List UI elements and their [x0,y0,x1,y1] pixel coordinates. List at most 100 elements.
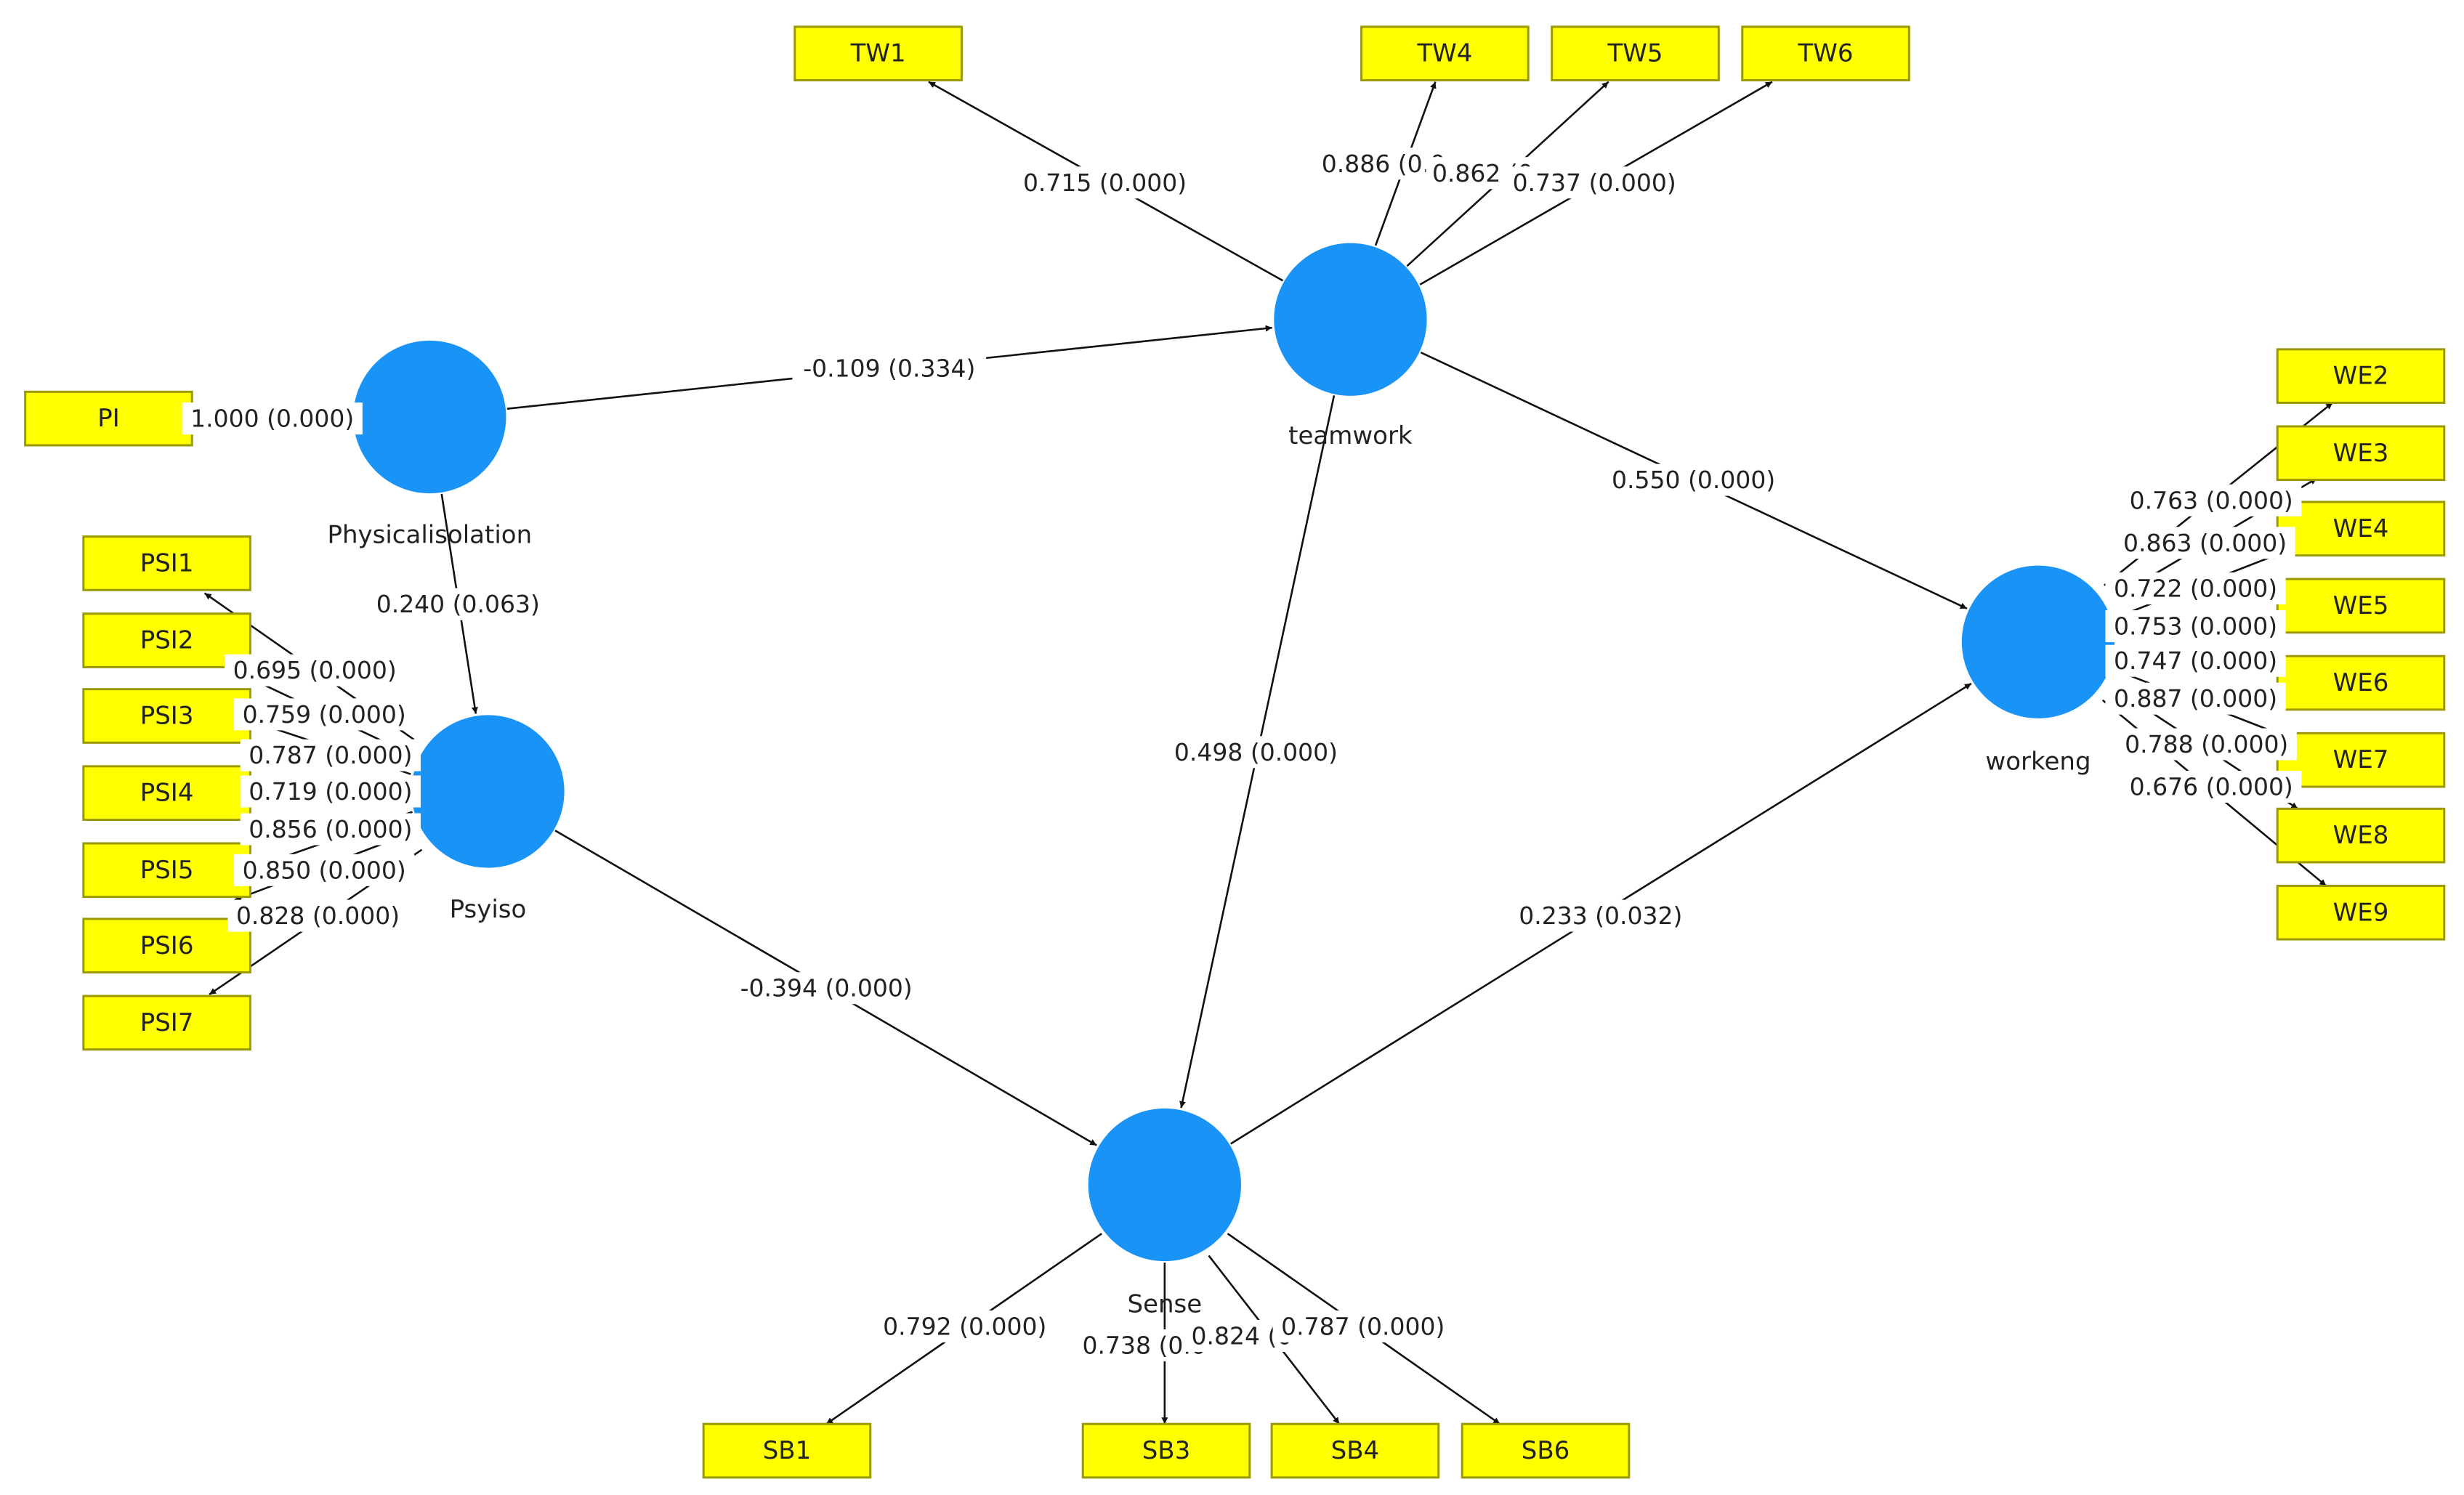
indicator-label-psi1: PSI1 [140,548,194,578]
latent-circle-workeng[interactable] [1960,564,2117,720]
indicator-box-sb3[interactable] [1081,1422,1251,1479]
indicator-we9[interactable]: WE9 [2276,884,2446,941]
latent-workeng[interactable]: workeng [1960,564,2117,777]
indicator-box-tw1[interactable] [793,25,963,81]
latent-psyiso[interactable]: Psyiso [410,713,566,924]
indicator-label-tw1: TW1 [850,39,906,68]
loading-value-psi7-bg [227,899,408,932]
indicator-pi[interactable]: PI [24,390,193,447]
loading-value-tw1-text: 0.715 (0.000) [1023,169,1187,197]
indicator-box-sb4[interactable] [1270,1422,1440,1479]
indicator-psi3[interactable]: PSI3 [82,688,251,744]
loading-value-psi1: 0.695 (0.000) [225,654,405,686]
loading-value-psi5: 0.856 (0.000) [240,813,421,846]
loading-value-we5-bg [2105,610,2286,643]
indicator-box-tw4[interactable] [1360,25,1530,81]
indicator-box-psi1[interactable] [82,535,251,591]
indicator-psi1[interactable]: PSI1 [82,535,251,591]
indicator-box-we8[interactable] [2276,807,2446,864]
indicator-tw4[interactable]: TW4 [1360,25,1530,81]
loading-value-psi5-bg [240,813,421,846]
indicator-sb4[interactable]: SB4 [1270,1422,1440,1479]
indicator-we2[interactable]: WE2 [2276,348,2446,404]
indicator-we8[interactable]: WE8 [2276,807,2446,864]
indicator-sb3[interactable]: SB3 [1081,1422,1251,1479]
path-coefficient-psyiso-to-sense-bg [729,972,924,1005]
latent-teamwork[interactable]: teamwork [1272,241,1429,450]
path-coefficient-physicalisolation-to-psyiso-text: 0.240 (0.063) [376,590,540,618]
path-coefficient-teamwork-to-sense: 0.498 (0.000) [1166,736,1346,769]
indicator-label-sb3: SB3 [1142,1436,1191,1465]
path-coefficient-sense-to-workeng-text: 0.233 (0.032) [1519,902,1682,930]
latent-circle-teamwork[interactable] [1272,241,1429,397]
indicator-sb1[interactable]: SB1 [702,1422,872,1479]
indicator-we5[interactable]: WE5 [2276,578,2446,634]
indicator-psi2[interactable]: PSI2 [82,612,251,668]
indicator-box-psi3[interactable] [82,688,251,744]
loading-value-psi2: 0.759 (0.000) [234,698,415,731]
indicator-we3[interactable]: WE3 [2276,425,2446,482]
indicator-box-psi4[interactable] [82,765,251,821]
indicator-we7[interactable]: WE7 [2276,732,2446,788]
indicator-psi7[interactable]: PSI7 [82,994,251,1051]
indicator-box-we9[interactable] [2276,884,2446,941]
loading-value-tw6-text: 0.737 (0.000) [1513,169,1676,197]
loading-value-we2-text: 0.763 (0.000) [2130,486,2293,514]
indicator-we4[interactable]: WE4 [2276,501,2446,557]
latent-physicalisolation[interactable]: Physicalisolation [327,339,532,550]
indicator-box-we5[interactable] [2276,578,2446,634]
loading-value-we6: 0.747 (0.000) [2105,644,2286,677]
loading-value-we7: 0.887 (0.000) [2105,682,2286,715]
indicator-psi4[interactable]: PSI4 [82,765,251,821]
latent-circle-physicalisolation[interactable] [352,339,508,495]
path-coefficient-physicalisolation-to-teamwork-text: -0.109 (0.334) [803,354,975,382]
indicator-box-sb6[interactable] [1461,1422,1631,1479]
indicator-label-psi5: PSI5 [140,856,194,885]
path-coefficient-psyiso-to-sense: -0.394 (0.000) [729,972,924,1005]
indicator-label-we9: WE9 [2333,898,2389,927]
indicator-box-psi7[interactable] [82,994,251,1051]
indicator-label-psi6: PSI6 [140,931,194,960]
indicator-box-we7[interactable] [2276,732,2446,788]
loading-value-psi3: 0.787 (0.000) [240,739,421,771]
latent-label-teamwork: teamwork [1288,421,1413,450]
indicator-box-psi5[interactable] [82,842,251,899]
latent-label-workeng: workeng [1985,747,2091,776]
loading-value-we5-text: 0.753 (0.000) [2114,612,2277,641]
latent-circle-sense[interactable] [1086,1106,1243,1263]
indicator-box-sb1[interactable] [702,1422,872,1479]
indicator-box-we2[interactable] [2276,348,2446,404]
loading-value-psi7: 0.828 (0.000) [227,899,408,932]
indicator-box-pi[interactable] [24,390,193,447]
indicator-label-we2: WE2 [2333,362,2389,391]
indicator-box-psi6[interactable] [82,917,251,974]
indicator-sb6[interactable]: SB6 [1461,1422,1631,1479]
indicator-we6[interactable]: WE6 [2276,655,2446,711]
indicator-label-we3: WE3 [2333,439,2389,468]
indicator-tw6[interactable]: TW6 [1741,25,1910,81]
loading-value-psi4-bg [240,775,421,808]
indicator-box-psi2[interactable] [82,612,251,668]
loading-value-tw6-bg [1504,166,1685,199]
indicator-label-tw5: TW5 [1607,39,1663,68]
path-coefficient-psyiso-to-sense-text: -0.394 (0.000) [740,974,913,1002]
path-coefficient-physicalisolation-to-teamwork: -0.109 (0.334) [792,352,987,384]
indicator-box-we3[interactable] [2276,425,2446,482]
indicator-box-tw5[interactable] [1551,25,1720,81]
indicator-label-we6: WE6 [2333,668,2389,697]
loading-value-psi3-text: 0.787 (0.000) [249,741,412,769]
latent-circle-psyiso[interactable] [410,713,566,870]
indicator-tw5[interactable]: TW5 [1551,25,1720,81]
indicator-box-we6[interactable] [2276,655,2446,711]
latent-sense[interactable]: Sense [1086,1106,1243,1319]
path-coefficient-physicalisolation-to-psyiso-bg [368,588,549,620]
indicator-tw1[interactable]: TW1 [793,25,963,81]
loading-value-tw1-bg [1014,166,1195,199]
indicator-box-we4[interactable] [2276,501,2446,557]
indicator-psi5[interactable]: PSI5 [82,842,251,899]
indicator-psi6[interactable]: PSI6 [82,917,251,974]
indicator-label-pi: PI [97,404,120,433]
loading-value-we8-text: 0.788 (0.000) [2125,730,2288,758]
indicator-box-tw6[interactable] [1741,25,1910,81]
